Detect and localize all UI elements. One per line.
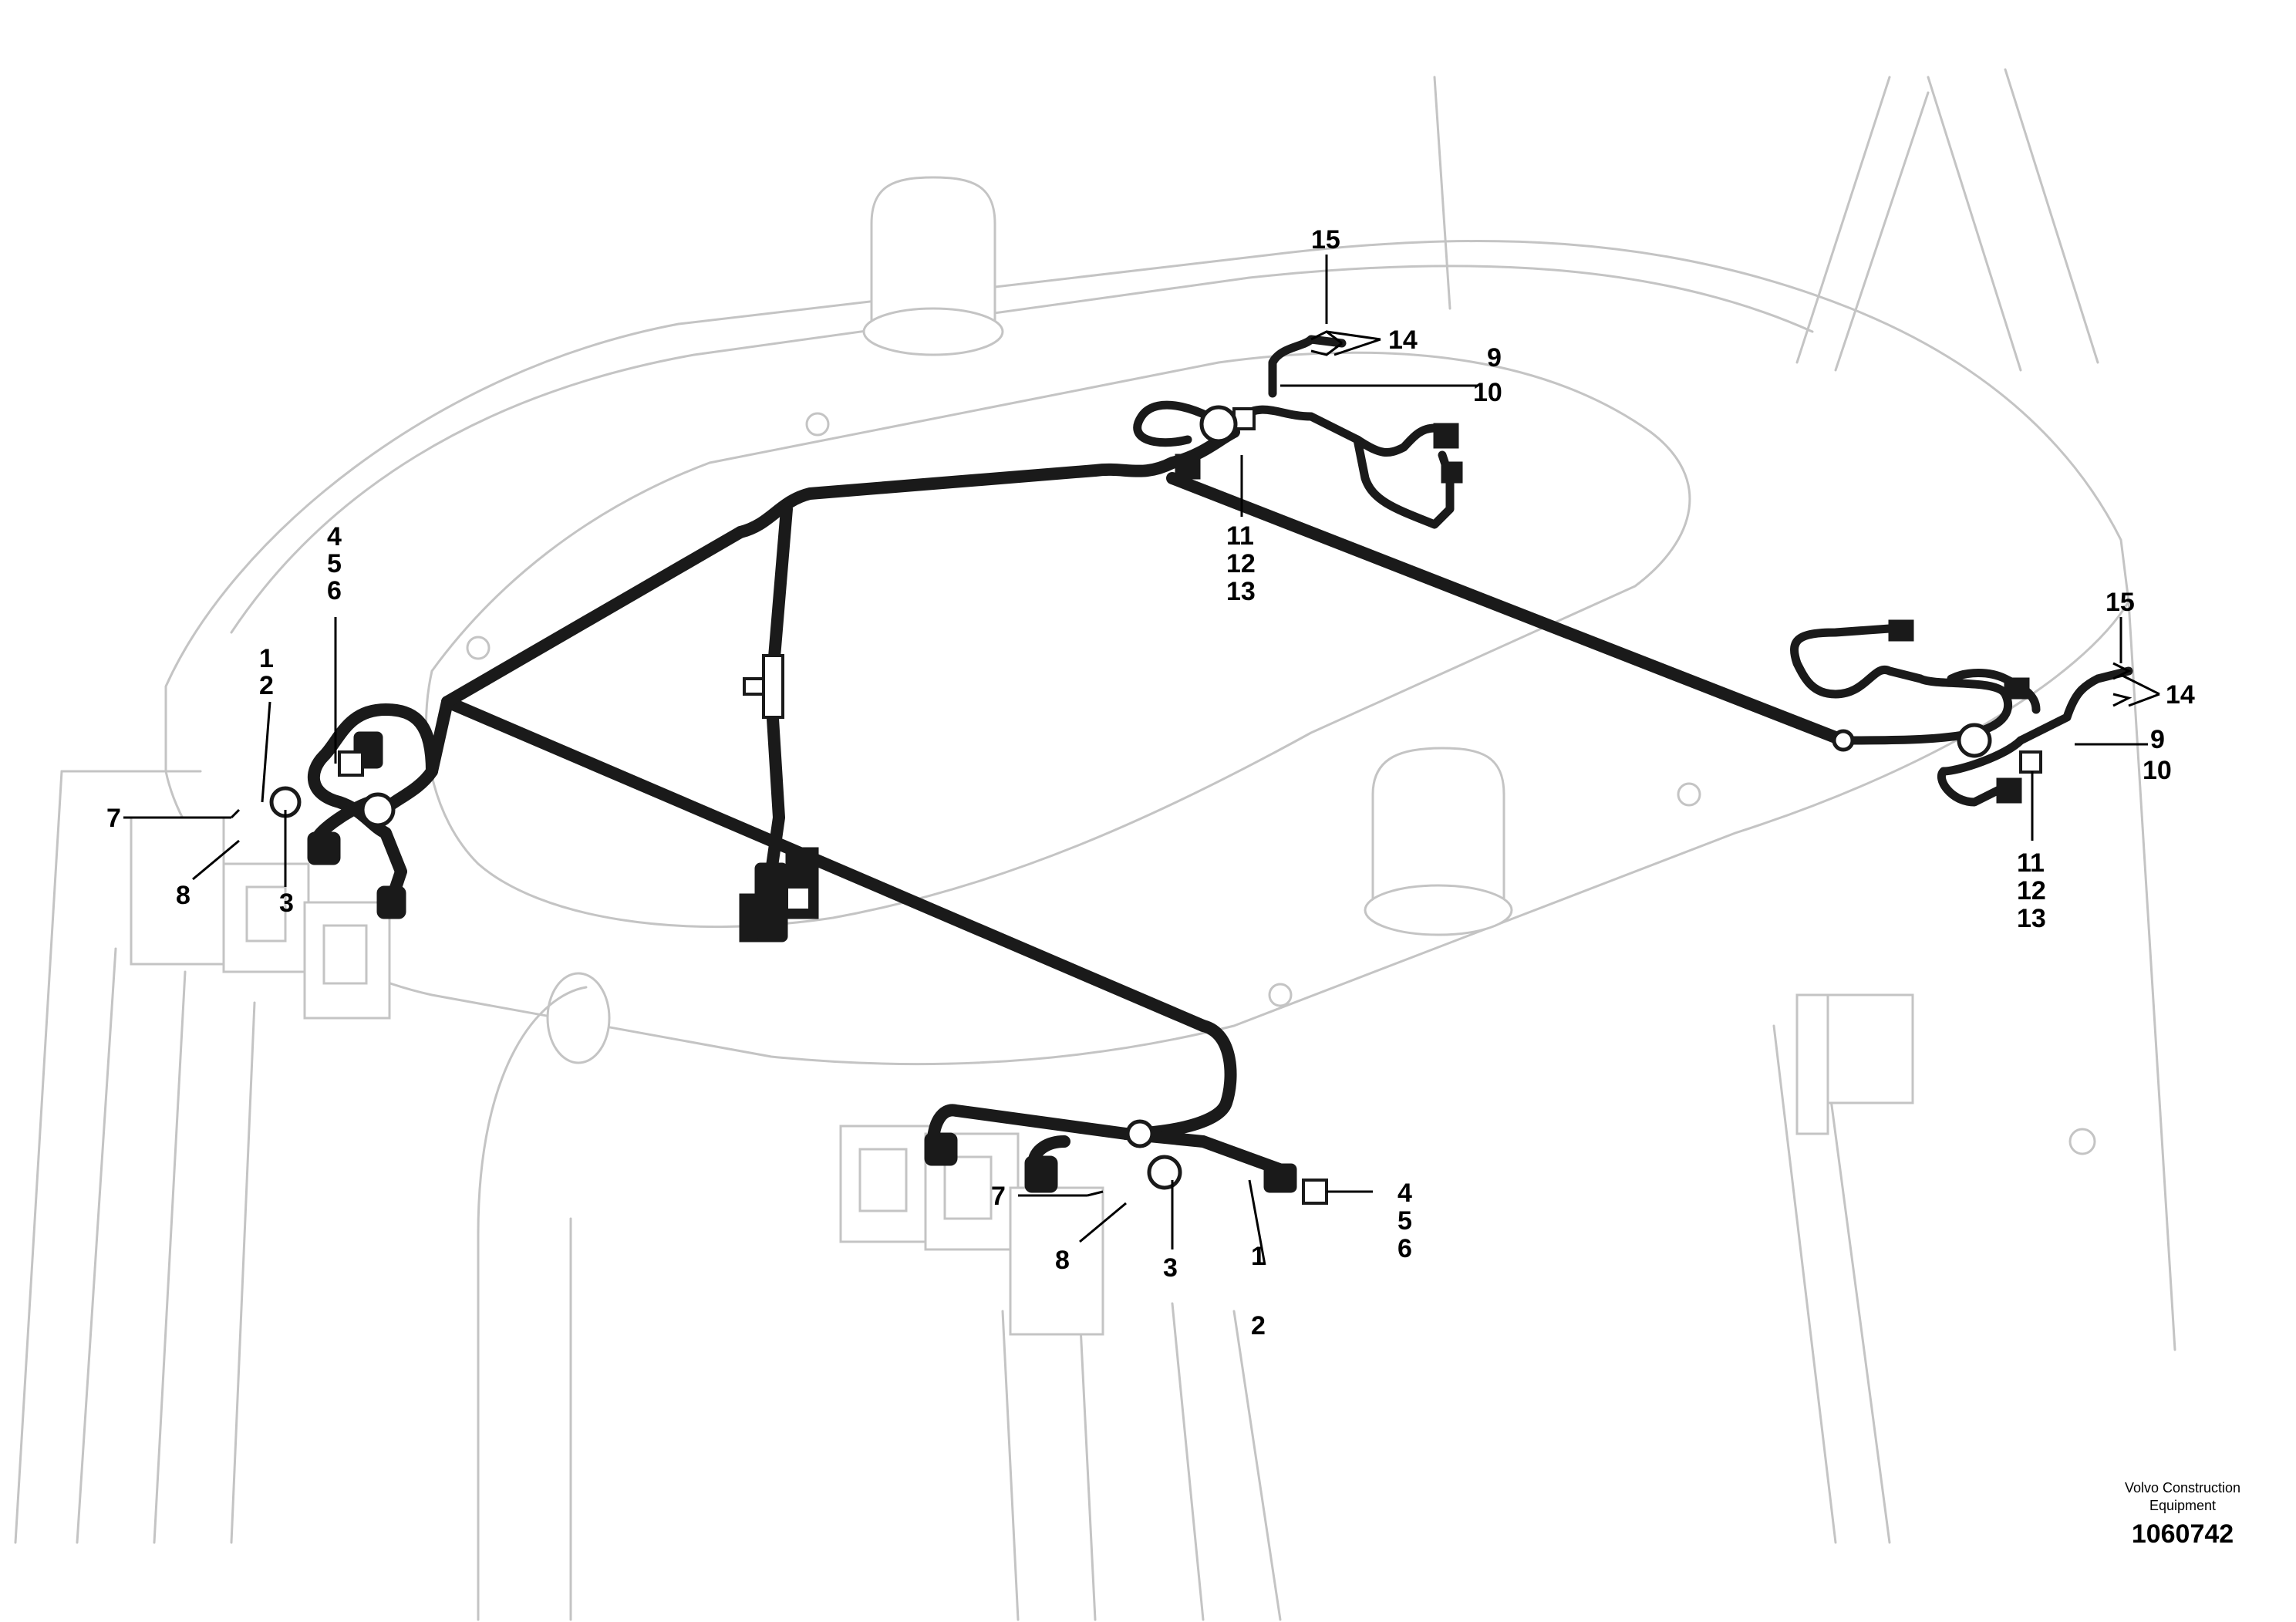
- callout-14-right: 14: [2166, 680, 2195, 710]
- company-name-line2: Equipment: [2149, 1498, 2216, 1513]
- company-name-line1: Volvo Construction: [2125, 1480, 2240, 1496]
- callout-7-left: 7: [106, 804, 121, 833]
- callout-10-top: 10: [1473, 378, 1502, 407]
- callout-13-right: 13: [2017, 904, 2046, 933]
- callout-10-right: 10: [2143, 756, 2172, 785]
- callout-7-bottom: 7: [991, 1182, 1006, 1211]
- callout-15-right: 15: [2106, 588, 2135, 617]
- callout-1-left: 1: [259, 644, 274, 673]
- callout-2-bottom: 2: [1251, 1311, 1266, 1340]
- cab-body-outline: [14, 68, 2176, 1621]
- callout-9-top: 9: [1487, 343, 1502, 373]
- callout-3-left: 3: [279, 889, 294, 918]
- drawing-footer: Volvo Construction Equipment 1060742: [2125, 1480, 2240, 1549]
- callout-15-top: 15: [1311, 225, 1340, 255]
- drawing-number: 1060742: [2132, 1519, 2234, 1549]
- callout-9-right: 9: [2150, 725, 2165, 754]
- callout-5-bottom: 5: [1397, 1206, 1412, 1236]
- callout-2-left: 2: [259, 671, 274, 700]
- callout-8-left: 8: [176, 881, 190, 910]
- leader-lines: [123, 255, 2160, 1266]
- work-lamps-front: [839, 1125, 1104, 1336]
- callout-3-bottom: 3: [1163, 1253, 1178, 1283]
- callout-5-left: 5: [327, 549, 342, 578]
- callout-8-bottom: 8: [1055, 1246, 1070, 1275]
- beacon-rear: [862, 176, 1004, 356]
- callout-1-bottom: 1: [1251, 1242, 1266, 1271]
- beacon-front: [1364, 747, 1513, 936]
- callout-12-right: 12: [2017, 876, 2046, 905]
- work-lamps-left: [130, 816, 391, 1020]
- callout-6-bottom: 6: [1397, 1234, 1412, 1263]
- callout-labels: 15 14 9 10 11 12 13 15 14 9 10 11 12 13 …: [106, 225, 2195, 1340]
- callout-11-right: 11: [2017, 848, 2045, 878]
- callout-4-bottom: 4: [1397, 1179, 1412, 1208]
- callout-11-top: 11: [1226, 521, 1254, 551]
- callout-4-left: 4: [327, 522, 342, 551]
- callout-12-top: 12: [1226, 549, 1256, 578]
- callout-13-top: 13: [1226, 577, 1256, 606]
- main-harness: [269, 330, 2133, 1205]
- callout-14-top: 14: [1388, 325, 1418, 355]
- callout-6-left: 6: [327, 576, 342, 605]
